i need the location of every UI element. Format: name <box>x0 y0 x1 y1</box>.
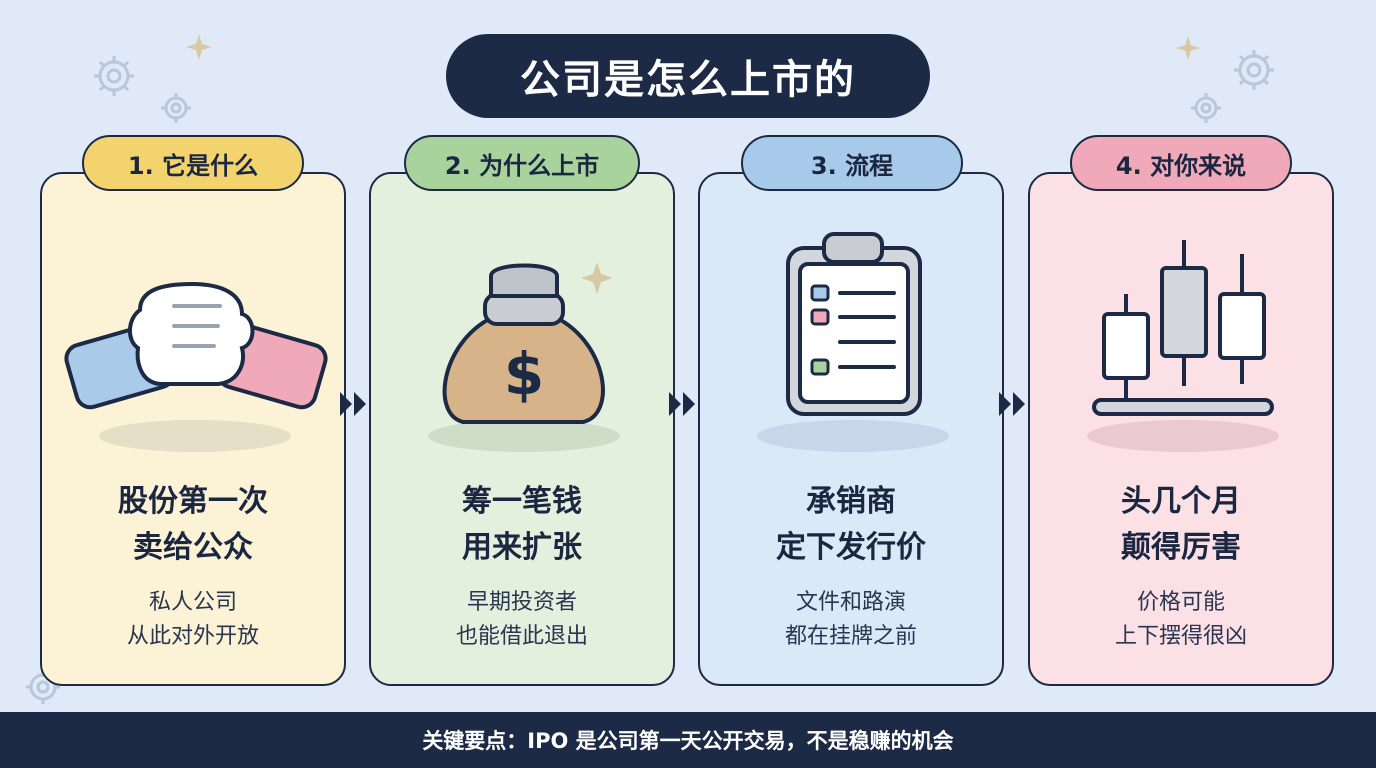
double-chevron-right-icon <box>999 392 1025 416</box>
sparkle-decoration-icon <box>1175 35 1201 61</box>
gear-decoration-icon <box>1191 50 1274 123</box>
tab-for-you: 4. 对你来说 <box>1070 135 1292 191</box>
card-icon-area <box>700 214 1002 464</box>
card-why-ipo: $ 筹一笔钱 用来扩张 早期投资者 也能借此退出 <box>369 172 675 686</box>
handshake-icon <box>64 281 328 452</box>
gear-decoration-icon <box>94 56 191 123</box>
card-subtext: 价格可能 上下摆得很凶 <box>1114 590 1247 649</box>
card-process: 承销商 定下发行价 文件和路演 都在挂牌之前 <box>698 172 1004 686</box>
card-headline: 头几个月 颠得厉害 <box>1121 484 1241 565</box>
key-takeaway-footer: 关键要点：IPO 是公司第一天公开交易，不是稳赚的机会 <box>0 712 1376 768</box>
card-icon-area <box>1030 214 1332 464</box>
card-headline: 筹一笔钱 用来扩张 <box>462 484 582 565</box>
clipboard-icon <box>757 232 949 452</box>
tab-why-ipo: 2. 为什么上市 <box>404 135 640 191</box>
card-subtext: 早期投资者 也能借此退出 <box>455 590 588 649</box>
double-chevron-right-icon <box>340 392 366 416</box>
sparkle-decoration-icon <box>186 34 212 60</box>
card-icon-area: $ <box>371 214 673 464</box>
card-for-you: 头几个月 颠得厉害 价格可能 上下摆得很凶 <box>1028 172 1334 686</box>
card-headline: 承销商 定下发行价 <box>776 484 926 565</box>
card-icon-area <box>42 214 344 464</box>
candlestick-chart-icon <box>1087 240 1279 452</box>
page-title: 公司是怎么上市的 <box>446 34 930 118</box>
money-bag-icon: $ <box>428 262 620 452</box>
card-what-it-is: 股份第一次 卖给公众 私人公司 从此对外开放 <box>40 172 346 686</box>
card-subtext: 私人公司 从此对外开放 <box>126 590 259 649</box>
svg-text:$: $ <box>504 340 544 408</box>
card-subtext: 文件和路演 都在挂牌之前 <box>784 590 917 649</box>
card-headline: 股份第一次 卖给公众 <box>118 484 268 565</box>
tab-what-it-is: 1. 它是什么 <box>82 135 304 191</box>
double-chevron-right-icon <box>669 392 695 416</box>
tab-process: 3. 流程 <box>741 135 963 191</box>
